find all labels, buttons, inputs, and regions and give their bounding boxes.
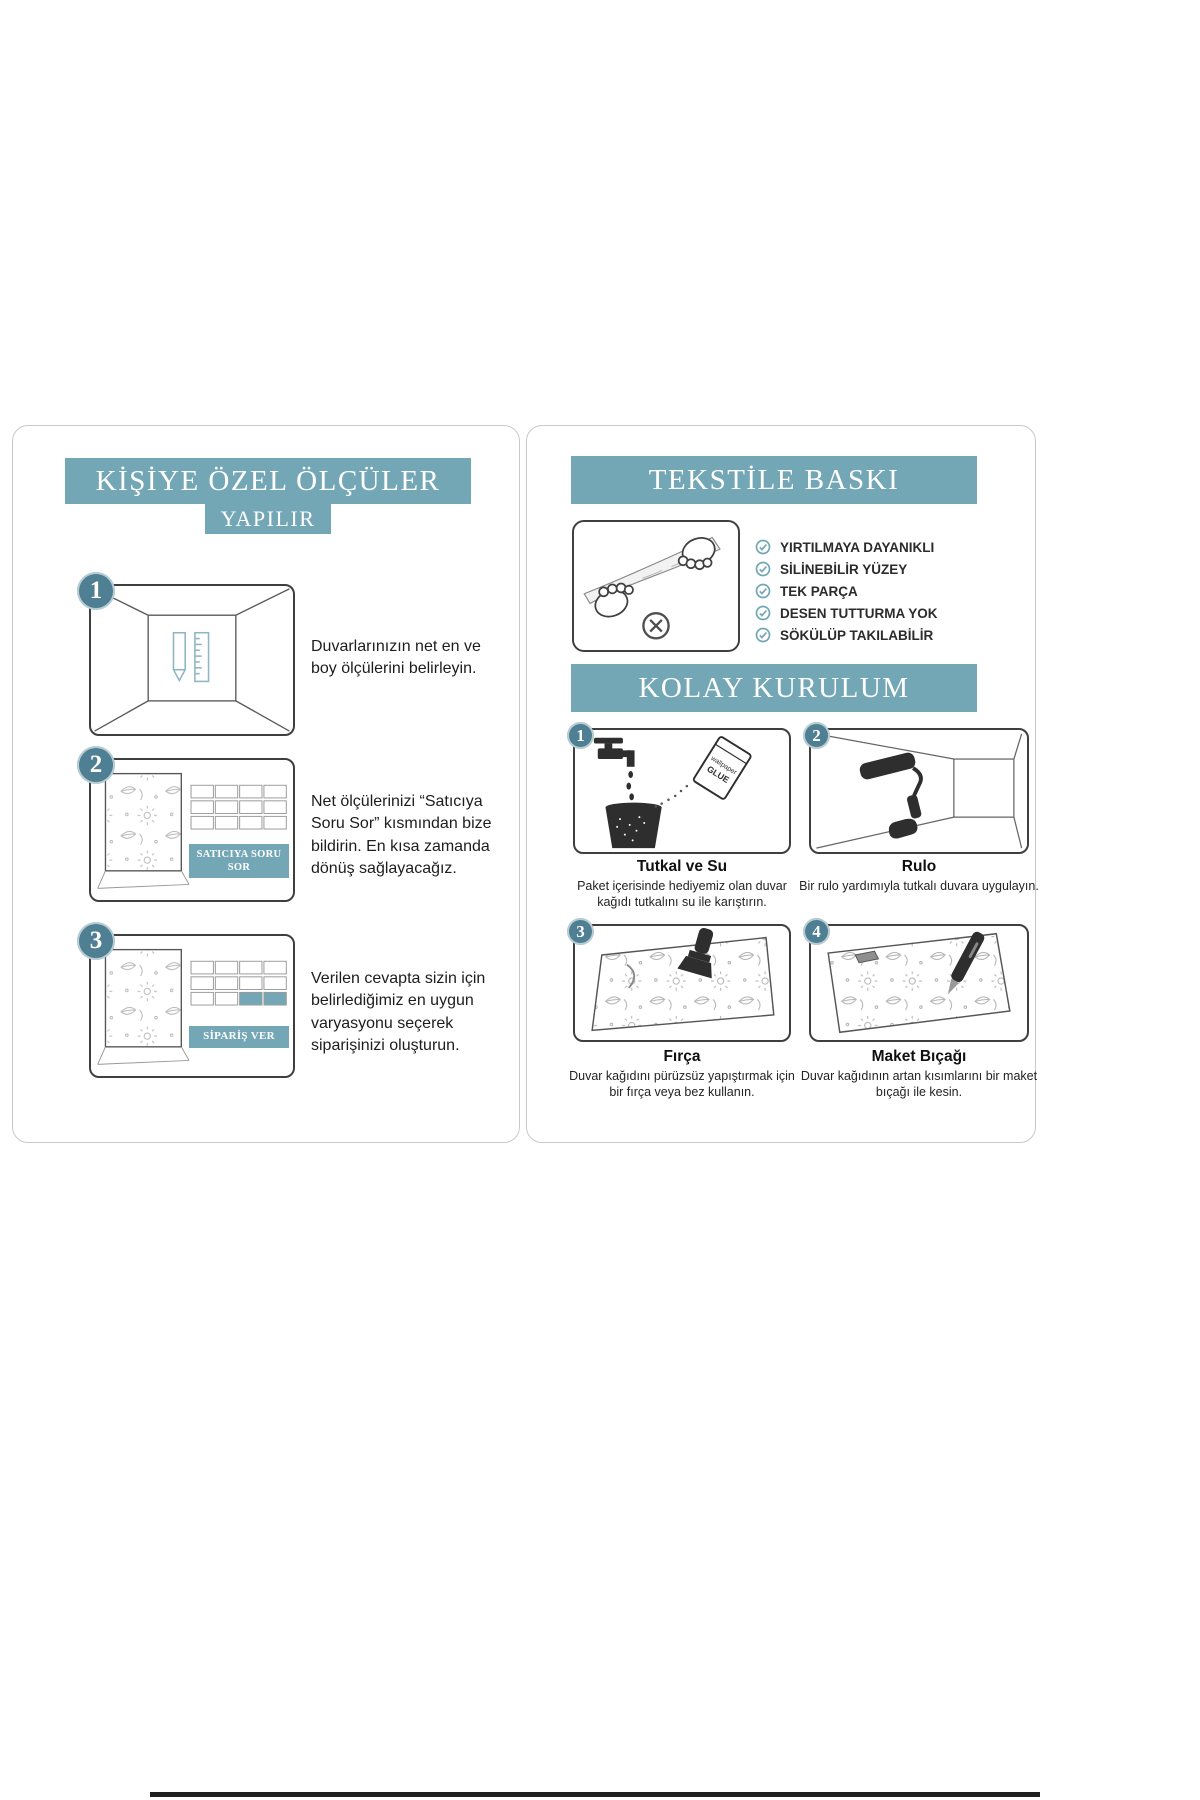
left-header-line1: KİŞİYE ÖZEL ÖLÇÜLER [95,464,441,497]
feature-item: SİLİNEBİLİR YÜZEY [755,558,1025,580]
faucet-icon [593,737,635,767]
check-icon [755,605,771,621]
ask-seller-illustration: SATICIYA SORU SOR [89,758,295,902]
measure-wall-illustration [89,584,295,736]
left-step2-number: 2 [77,746,115,784]
pointer-hand-icon [271,864,295,902]
hands-pulling-fabric-icon [583,536,721,640]
check-icon [755,627,771,643]
wallpaper-sheet [827,932,1011,1034]
custom-measurements-panel: KİŞİYE ÖZEL ÖLÇÜLER YAPILIR 1 [12,425,520,1143]
water-drops [626,771,634,801]
floral-wallpaper-wall [104,772,182,872]
left-step1-text: Duvarlarınızın net en ve boy ölçülerini … [311,638,481,678]
easy-install-banner: KOLAY KURULUM [571,664,977,712]
easy-install-title: KOLAY KURULUM [638,671,910,704]
left-header-line2: YAPILIR [220,506,316,531]
room-perspective-icon [94,588,290,732]
install-step3-number: 3 [567,918,594,945]
install-step1-number: 1 [567,722,594,749]
textile-print-panel: TEKSTİLE BASKI [526,425,1039,1143]
size-variation-grid [190,784,287,830]
pointer-hand-icon [271,1040,295,1078]
brush-illustration [573,924,791,1042]
check-icon [755,561,771,577]
left-header-banner: KİŞİYE ÖZEL ÖLÇÜLER [65,458,471,504]
install-step4-title: Maket Bıçağı [871,1048,967,1065]
textile-print-banner: TEKSTİLE BASKI [571,456,977,504]
install-step4-number: 4 [803,918,830,945]
glue-and-water-illustration: wallpaper GLUE [573,728,791,854]
bucket-icon [605,802,662,849]
hand-silhouette [888,818,918,839]
feature-item: DESEN TUTTURMA YOK [755,602,1025,624]
brush-icon [677,927,714,979]
wall-and-size-grid-icon [97,772,287,889]
left-step3-number: 3 [77,922,115,960]
install-step3-text: Duvar kağıdını pürüzsüz yapıştırmak için… [569,1069,795,1100]
feature-item: SÖKÜLÜP TAKILABİLİR [755,624,1025,646]
feature-label: DESEN TUTTURMA YOK [780,605,938,621]
roller-illustration [809,728,1029,854]
ruler-icon [194,631,210,683]
check-icon [755,583,771,599]
place-order-illustration: SİPARİŞ VER [89,934,295,1078]
glue-packet-icon: wallpaper GLUE [692,736,752,800]
install-step3-title: Fırça [663,1048,701,1065]
place-order-button[interactable]: SİPARİŞ VER [189,1026,289,1048]
knife-icon [947,931,985,995]
knife-illustration [809,924,1029,1042]
left-step2-text: Net ölçülerinizi “Satıcıya Soru Sor” kıs… [311,793,492,878]
install-step4-text: Duvar kağıdının artan kısımlarını bir ma… [800,1069,1038,1100]
left-header-banner-line2: YAPILIR [205,504,331,534]
paint-roller-icon [816,733,1023,849]
feature-label: SİLİNEBİLİR YÜZEY [780,561,908,577]
feature-label: TEK PARÇA [780,583,858,599]
wall-and-selected-grid-icon [97,948,287,1065]
wallpaper-sheet [591,936,775,1032]
feature-item: TEK PARÇA [755,580,1025,602]
ask-seller-button[interactable]: SATICIYA SORU SOR [189,844,289,878]
tear-test-illustration [572,520,740,652]
feature-label: YIRTILMAYA DAYANIKLI [780,539,935,555]
left-step1-number: 1 [77,572,115,610]
no-tear-x-icon [642,611,670,640]
pencil-icon [172,631,186,683]
install-step1-title: Tutkal ve Su [636,858,728,875]
install-step2-number: 2 [803,722,830,749]
left-step3-text: Verilen cevapta sizin için belirlediğimi… [311,970,486,1055]
right-hand [677,537,716,571]
floral-wallpaper-wall [104,948,182,1048]
brush-on-wallpaper-icon [591,927,775,1032]
textile-print-title: TEKSTİLE BASKI [648,463,900,496]
feature-item: YIRTILMAYA DAYANIKLI [755,536,1025,558]
utility-knife-icon [827,931,1011,1034]
left-hand [594,582,634,618]
faucet-bucket-glue-icon: wallpaper GLUE [593,736,752,849]
glue-pour-stream [654,784,689,808]
bottom-edge-line [150,1792,1040,1797]
check-icon [755,539,771,555]
smoothing-stroke [626,963,636,989]
feature-label: SÖKÜLÜP TAKILABİLİR [780,627,934,643]
install-step2-text: Bir rulo yardımıyla tutkalı duvara uygul… [799,879,1039,893]
size-variation-grid [190,960,287,1006]
install-step2-title: Rulo [901,858,937,875]
feature-list: YIRTILMAYA DAYANIKLI SİLİNEBİLİR YÜZEY T… [755,536,1025,646]
spare-blade-icon [854,950,880,964]
install-step1-text: Paket içerisinde hediyemiz olan duvar ka… [577,879,787,910]
